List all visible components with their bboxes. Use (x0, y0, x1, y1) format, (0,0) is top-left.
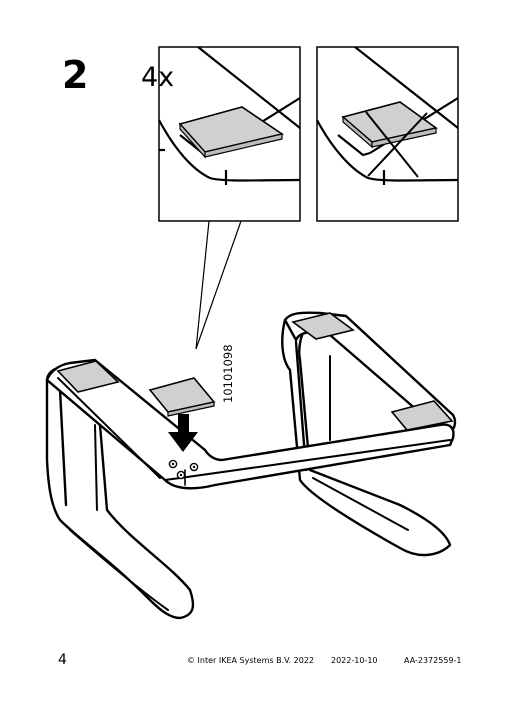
applied-pads (56, 312, 454, 431)
arrow-down-icon (168, 414, 198, 452)
laptop-stand (45, 311, 457, 620)
loose-pad (148, 377, 216, 417)
pad-back-right (390, 400, 454, 431)
cross-mark-icon (365, 111, 428, 178)
stand-back-leg (281, 318, 452, 557)
pad-front-left (56, 360, 120, 393)
detail-panel-correct: 4x (141, 46, 301, 222)
step-number: 2 (62, 53, 89, 97)
detail-pad (178, 106, 284, 159)
detail-panel-incorrect (316, 46, 459, 222)
part-number: 10101098 (221, 344, 235, 403)
copyright-notice: © Inter IKEA Systems B.V. 2022 (187, 656, 314, 665)
document-id: AA-2372559-1 (404, 656, 462, 665)
quantity-label: 4x (141, 62, 174, 93)
stand-front-leg (45, 366, 195, 620)
page-number: 4 (58, 652, 67, 668)
stand-front-top (45, 358, 455, 490)
pad-back-left (291, 312, 355, 340)
callout-pointer (195, 220, 242, 350)
document-date: 2022-10-10 (331, 656, 378, 665)
